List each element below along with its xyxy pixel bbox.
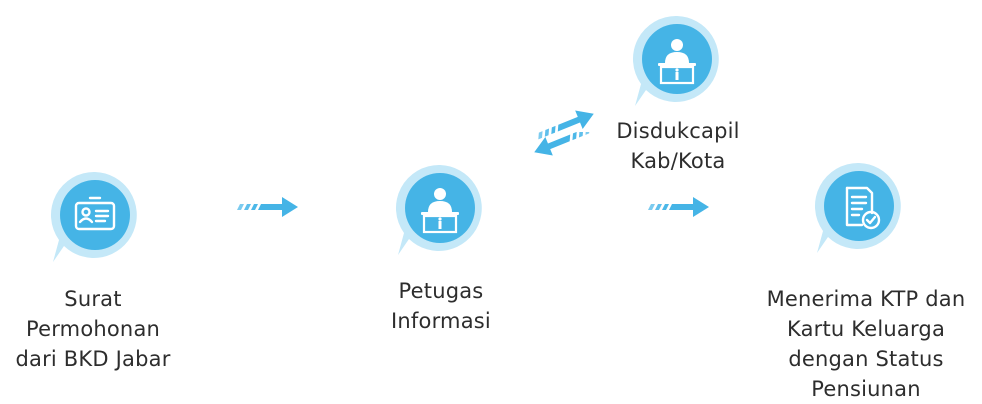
label-line: Menerima KTP dan [766,287,966,311]
node-label: Menerima KTP dan Kartu Keluarga dengan S… [760,284,972,404]
document-check-icon [814,162,901,253]
node-label: Surat Permohonan dari BKD Jabar [0,284,186,374]
label-line: Permohonan [25,317,161,341]
officer-desk-icon [632,15,719,107]
flow-arrow-disdukcapil-to-petugas [530,132,595,162]
label-line: Kab/Kota [630,149,726,173]
label-line: Disdukcapil [616,119,740,143]
label-line: Kartu Keluarga [786,317,946,341]
label-line: Surat [64,287,122,311]
label-line: dengan Status [788,347,944,371]
label-line: Informasi [391,309,491,333]
id-card-icon [50,171,137,262]
label-line: Petugas [398,279,484,303]
flow-arrow-disdukcapil-to-menerima [648,197,709,217]
label-line: dari BKD Jabar [15,347,171,371]
node-label: Petugas Informasi [348,276,534,336]
node-label: Disdukcapil Kab/Kota [590,116,766,176]
label-line: Pensiunan [811,377,921,401]
officer-desk-icon [395,164,482,255]
flow-arrow-surat-to-petugas [237,197,298,217]
